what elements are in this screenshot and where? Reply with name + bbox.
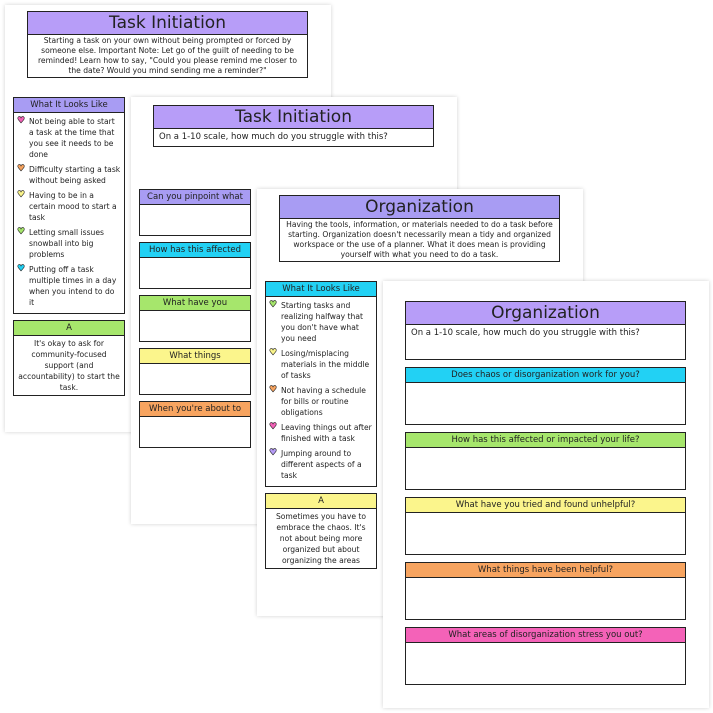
list-item: ♥Leaving things out after finished with …: [269, 422, 373, 444]
page-title: Organization: [406, 302, 685, 325]
list-item: ♥Losing/misplacing materials in the midd…: [269, 348, 373, 381]
item-text: Putting off a task multiple times in a d…: [29, 265, 117, 307]
answer-area[interactable]: [140, 258, 250, 288]
description: Starting a task on your own without bein…: [37, 36, 298, 75]
question-box: When you're about to: [139, 401, 251, 448]
item-text: Starting tasks and realizing halfway tha…: [281, 301, 363, 343]
answer-area[interactable]: [406, 513, 685, 554]
heart-icon: ♥: [269, 422, 278, 433]
heart-icon: ♥: [269, 300, 278, 311]
tip-header: A: [266, 494, 376, 509]
section-header: What It Looks Like: [14, 98, 124, 113]
question-header: What areas of disorganization stress you…: [406, 628, 685, 643]
answer-area[interactable]: [140, 364, 250, 394]
question-box: Does chaos or disorganization work for y…: [405, 367, 686, 425]
heart-icon: ♥: [269, 448, 278, 459]
tip-section: A It's okay to ask for community-focused …: [13, 320, 125, 396]
page-title: Task Initiation: [154, 106, 433, 129]
question-box: What have you: [139, 295, 251, 342]
question-header: Can you pinpoint what: [140, 190, 250, 205]
list-item: ♥Letting small issues snowball into big …: [17, 227, 121, 260]
item-text: Having to be in a certain mood to start …: [29, 191, 117, 222]
heart-icon: ♥: [269, 348, 278, 359]
title-block: Task Initiation On a 1-10 scale, how much…: [153, 105, 434, 147]
item-text: Not being able to start a task at the ti…: [29, 117, 115, 159]
answer-area[interactable]: [406, 578, 685, 619]
answer-area[interactable]: [406, 383, 685, 424]
question-header: How has this affected or impacted your l…: [406, 433, 685, 448]
list-item: ♥Putting off a task multiple times in a …: [17, 264, 121, 308]
tip-text: It's okay to ask for community-focused s…: [18, 339, 120, 392]
question-box: What things: [139, 348, 251, 395]
scale-question: On a 1-10 scale, how much do you struggl…: [159, 132, 388, 142]
answer-area[interactable]: [140, 417, 250, 447]
heart-icon: ♥: [17, 264, 26, 275]
list-item: ♥Jumping around to different aspects of …: [269, 448, 373, 481]
list-item: ♥Having to be in a certain mood to start…: [17, 190, 121, 223]
question-header: When you're about to: [140, 402, 250, 417]
question-header: What have you tried and found unhelpful?: [406, 498, 685, 513]
description: Having the tools, information, or materi…: [286, 220, 553, 259]
item-text: Leaving things out after finished with a…: [281, 423, 372, 443]
heart-icon: ♥: [17, 164, 26, 175]
item-text: Losing/misplacing materials in the middl…: [281, 349, 370, 380]
section-header: What It Looks Like: [266, 282, 376, 297]
list-item: ♥Difficulty starting a task without bein…: [17, 164, 121, 186]
question-header: What things: [140, 349, 250, 364]
question-header: How has this affected: [140, 243, 250, 258]
question-box: Can you pinpoint what: [139, 189, 251, 236]
symptom-list: ♥Starting tasks and realizing halfway th…: [266, 297, 376, 486]
question-box: What have you tried and found unhelpful?: [405, 497, 686, 555]
answer-area[interactable]: [140, 311, 250, 341]
question-box: What things have been helpful?: [405, 562, 686, 620]
tip-header: A: [14, 321, 124, 336]
list-item: ♥Starting tasks and realizing halfway th…: [269, 300, 373, 344]
item-text: Not having a schedule for bills or routi…: [281, 386, 366, 417]
item-text: Letting small issues snowball into big p…: [29, 228, 104, 259]
looks-like-section: What It Looks Like♥Not being able to sta…: [13, 97, 125, 314]
looks-like-section: What It Looks Like♥Starting tasks and re…: [265, 281, 377, 487]
heart-icon: ♥: [17, 227, 26, 238]
heart-icon: ♥: [269, 385, 278, 396]
item-text: Jumping around to different aspects of a…: [281, 449, 362, 480]
page-title: Task Initiation: [28, 12, 307, 35]
item-text: Difficulty starting a task without being…: [29, 165, 121, 185]
scale-question: On a 1-10 scale, how much do you struggl…: [411, 328, 640, 338]
left-column: What It Looks Like♥Not being able to sta…: [13, 97, 125, 396]
symptom-list: ♥Not being able to start a task at the t…: [14, 113, 124, 313]
answer-area[interactable]: [140, 205, 250, 235]
list-item: ♥Not having a schedule for bills or rout…: [269, 385, 373, 418]
left-column: What It Looks Like♥Starting tasks and re…: [265, 281, 377, 569]
answer-area[interactable]: [406, 448, 685, 489]
question-header: What things have been helpful?: [406, 563, 685, 578]
question-box: How has this affected: [139, 242, 251, 289]
worksheet-page: Organization On a 1-10 scale, how much do…: [383, 281, 709, 708]
question-box: How has this affected or impacted your l…: [405, 432, 686, 490]
question-header: What have you: [140, 296, 250, 311]
question-box: What areas of disorganization stress you…: [405, 627, 686, 685]
question-header: Does chaos or disorganization work for y…: [406, 368, 685, 383]
list-item: ♥Not being able to start a task at the t…: [17, 116, 121, 160]
answer-area[interactable]: [406, 643, 685, 684]
tip-section: A Sometimes you have to embrace the chaos…: [265, 493, 377, 569]
tip-text: Sometimes you have to embrace the chaos.…: [275, 512, 367, 565]
page-title: Organization: [280, 196, 559, 219]
title-block: Organization On a 1-10 scale, how much do…: [405, 301, 686, 360]
heart-icon: ♥: [17, 116, 26, 127]
heart-icon: ♥: [17, 190, 26, 201]
